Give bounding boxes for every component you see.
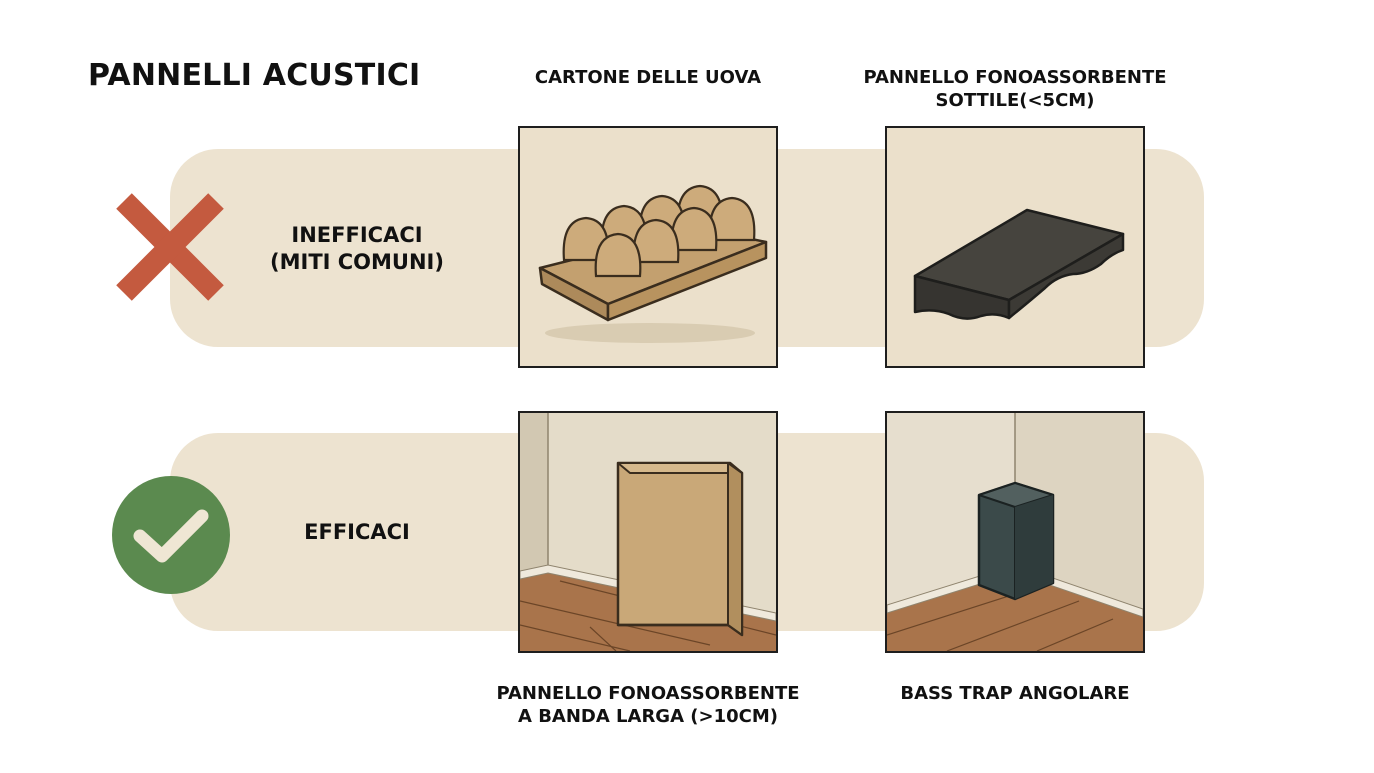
bass-trap-label: BASS TRAP ANGOLARE [900,683,1130,704]
thin-panel-label: PANNELLO FONOASSORBENTE SOTTILE(<5CM) [830,66,1200,112]
broadband-panel-label-line1: PANNELLO FONOASSORBENTE [496,683,800,704]
egg-carton-illustration [518,126,778,368]
page-title: PANNELLI ACUSTICI [88,58,421,93]
thin-panel-label-line1: PANNELLO FONOASSORBENTE [863,67,1167,88]
thin-panel-illustration [885,126,1145,368]
checkmark-icon [112,476,230,594]
ineffective-label-line1: INEFFICACI [291,223,423,247]
effective-row-label: EFFICACI [304,520,410,544]
cross-icon [116,193,224,301]
ineffective-row-label: INEFFICACI (MITI COMUNI) [232,222,482,276]
broadband-panel-label: PANNELLO FONOASSORBENTE A BANDA LARGA (>… [478,682,818,728]
egg-carton-label: CARTONE DELLE UOVA [534,67,762,88]
bass-trap-illustration [885,411,1145,653]
thin-panel-label-line2: SOTTILE(<5CM) [935,90,1095,111]
broadband-panel-illustration [518,411,778,653]
broadband-panel-label-line2: A BANDA LARGA (>10CM) [518,706,778,727]
ineffective-label-line2: (MITI COMUNI) [270,250,444,274]
